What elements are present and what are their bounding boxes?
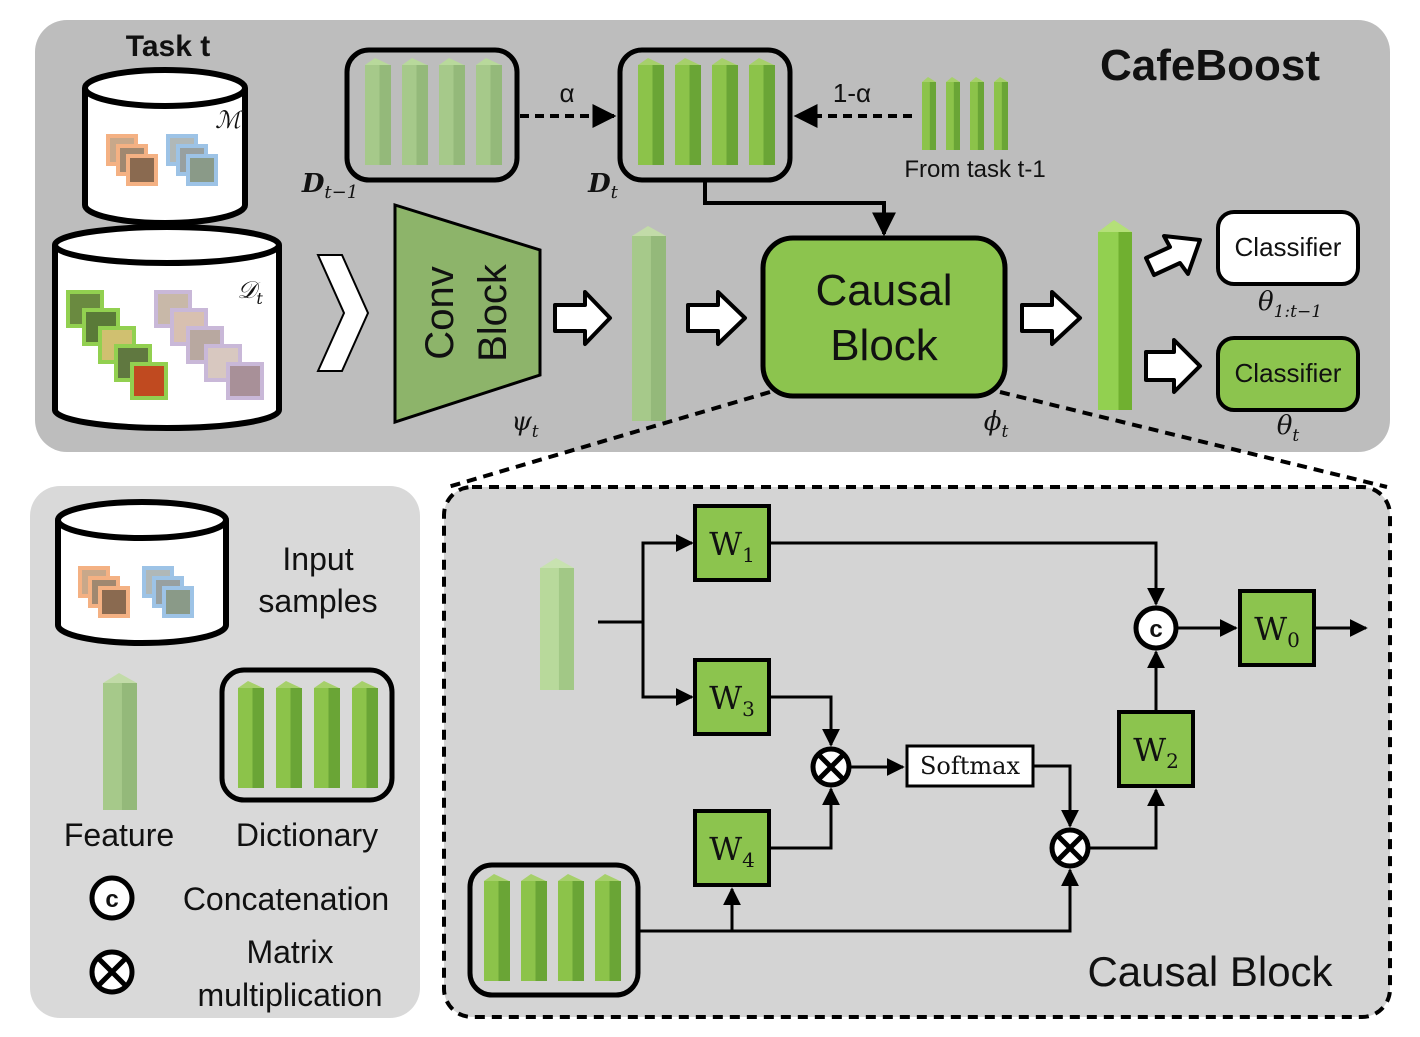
svg-text:W4: W4 xyxy=(709,830,755,872)
data-database: 𝒟t xyxy=(52,224,282,431)
legend-concat-icon: c xyxy=(89,875,135,921)
from-task-label: From task t-1 xyxy=(904,156,1045,183)
causal-block: Causal Block xyxy=(760,235,1008,399)
w2-box: W2 xyxy=(1117,710,1195,788)
legend-matmul-icon xyxy=(89,949,135,995)
causal-block-label-2: Block xyxy=(830,321,939,370)
dictionary-from-previous-task xyxy=(922,77,1008,150)
arrow-causal-to-output xyxy=(1020,290,1082,346)
dictionary-current-label: Dt xyxy=(587,169,619,203)
w4-box: W4 xyxy=(693,809,771,887)
svg-text:Softmax: Softmax xyxy=(920,752,1020,780)
svg-text:W0: W0 xyxy=(1254,610,1300,652)
conv-block: Conv Block xyxy=(393,202,542,425)
dictionary-prev-label: Dt−1 xyxy=(301,169,358,203)
w0-box: W0 xyxy=(1238,589,1316,667)
zoom-line-left xyxy=(447,390,771,489)
memory-symbol: ℳ xyxy=(215,106,244,134)
svg-text:c: c xyxy=(1149,616,1162,643)
data-sample-thumbnails xyxy=(66,290,264,400)
theta-old-label: θ1:t−1 xyxy=(1258,287,1322,322)
svg-text:W1: W1 xyxy=(709,525,755,567)
detail-input-feature xyxy=(540,558,574,690)
legend-dictionary-icon xyxy=(219,667,395,803)
legend-dictionary-label: Dictionary xyxy=(236,817,378,853)
conv-block-label-1: Conv xyxy=(418,266,462,359)
classifier-old-label: Classifier xyxy=(1235,232,1342,262)
legend-matmul-label-2: multiplication xyxy=(198,977,383,1013)
arrow-conv-to-feature xyxy=(553,290,612,346)
psi-label: ψt xyxy=(511,407,538,442)
legend-feature-icon xyxy=(103,673,137,810)
detail-input-dictionary xyxy=(467,862,641,998)
causal-block-label-1: Causal xyxy=(816,266,953,315)
classifier-old: Classifier xyxy=(1216,210,1360,286)
legend-feature-label: Feature xyxy=(64,817,174,853)
matmul-icon-1 xyxy=(810,746,852,788)
concat-icon: c xyxy=(1133,605,1179,651)
causal-detail-title: Causal Block xyxy=(1087,948,1333,995)
conv-block-label-2: Block xyxy=(471,263,515,362)
memory-sample-thumbnails xyxy=(106,134,218,186)
legend-concatenation-label: Concatenation xyxy=(183,881,389,917)
legend-input-label-1: Input xyxy=(282,541,353,577)
memory-database: ℳ xyxy=(82,67,248,226)
legend-input-samples-icon xyxy=(55,499,229,646)
w1-box: W1 xyxy=(693,504,771,582)
arrow-to-classifier-new xyxy=(1144,338,1202,394)
phi-label: ϕt xyxy=(984,407,1009,442)
dictionary-to-causal-arrow xyxy=(703,182,896,237)
dictionary-current xyxy=(617,47,793,183)
dictionary-prev xyxy=(344,47,520,183)
arrow-feature-to-causal xyxy=(686,290,747,346)
task-label: Task t xyxy=(126,30,210,63)
feature-branch-lines xyxy=(598,534,694,706)
panel-title: CafeBoost xyxy=(1100,41,1320,90)
chevron-right-icon xyxy=(316,254,370,372)
alpha-label: α xyxy=(559,78,574,108)
arrow-to-classifier-old xyxy=(1144,234,1202,277)
zoom-line-right xyxy=(999,390,1388,489)
softmax-box: Softmax xyxy=(905,744,1035,788)
legend-matmul-label-1: Matrix xyxy=(246,934,333,970)
classifier-new: Classifier xyxy=(1216,336,1360,412)
detail-connections xyxy=(638,541,1368,933)
svg-text:W3: W3 xyxy=(709,679,755,721)
classifier-new-label: Classifier xyxy=(1235,358,1342,388)
w3-box: W3 xyxy=(693,658,771,736)
extracted-feature-column xyxy=(632,226,666,421)
theta-new-label: θt xyxy=(1277,411,1300,446)
svg-text:W2: W2 xyxy=(1133,731,1179,773)
one-minus-alpha-label: 1-α xyxy=(833,78,871,108)
output-feature-column xyxy=(1098,220,1132,410)
matmul-icon-2 xyxy=(1049,827,1091,869)
legend-concat-symbol: c xyxy=(105,886,118,913)
legend-input-label-2: samples xyxy=(258,583,377,619)
